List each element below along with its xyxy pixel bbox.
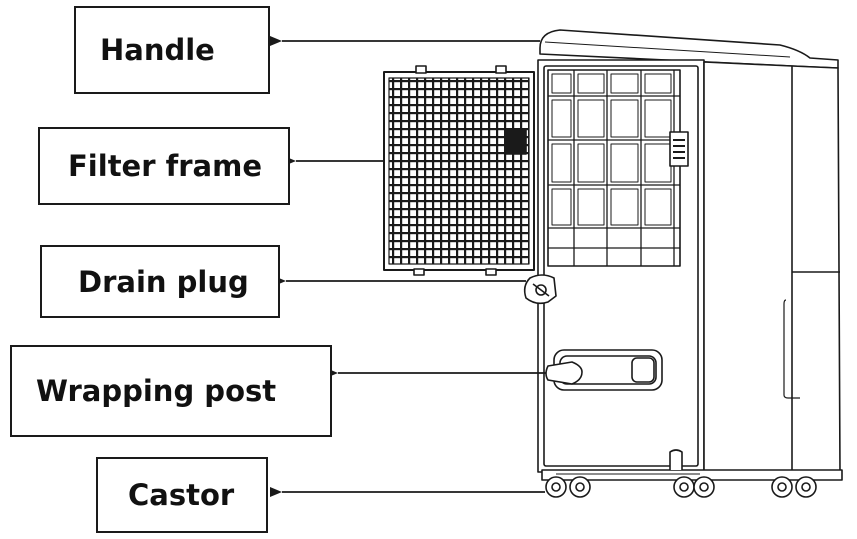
wrapping-post-label-text: Wrapping post (36, 374, 277, 408)
castor-label-text: Castor (128, 478, 235, 512)
handle-label-text: Handle (100, 33, 215, 67)
castor-label: Castor (96, 457, 268, 533)
filter-frame-label: Filter frame (38, 127, 290, 205)
wrapping-post (545, 349, 663, 391)
filter-frame-label-text: Filter frame (68, 149, 262, 183)
drain-plug (523, 274, 557, 305)
drain-plug-label: Drain plug (40, 245, 280, 318)
side-panel (703, 61, 841, 473)
handle-label: Handle (74, 6, 270, 94)
drain-plug-label-text: Drain plug (78, 264, 249, 299)
filter-grid (547, 69, 681, 267)
castor-wheels (545, 476, 817, 498)
wrapping-post-label: Wrapping post (10, 345, 332, 437)
handle-part (539, 29, 839, 69)
